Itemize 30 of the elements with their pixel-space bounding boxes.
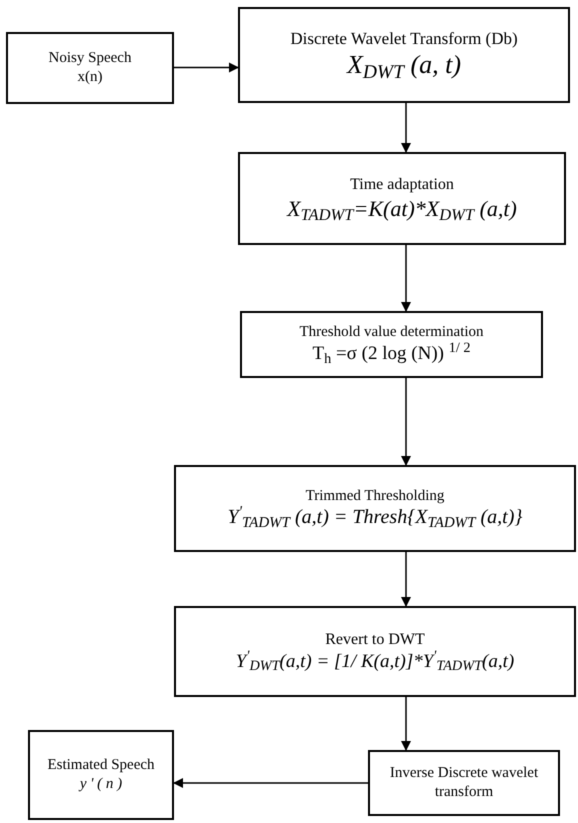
box-title: Discrete Wavelet Transform (Db) xyxy=(290,28,518,50)
arrow xyxy=(174,62,239,72)
box-title: Trimmed Thresholding xyxy=(306,486,444,506)
box-title: Threshold value determination xyxy=(299,323,484,342)
box-title: Estimated Speech xyxy=(47,756,155,775)
box-title: Time adaptation xyxy=(350,174,454,195)
formula: x(n) xyxy=(78,68,102,87)
process-box xyxy=(240,311,543,378)
box-title: Revert to DWT xyxy=(325,630,425,650)
arrow xyxy=(401,552,411,607)
formula: X$_{TADWT}$=K(at)*X$_{DWT}$ (a,t) xyxy=(287,194,517,222)
process-box xyxy=(238,152,566,245)
box-title: Noisy Speech xyxy=(48,49,132,68)
formula: X$_{DWT}$ (a, t) xyxy=(346,49,462,82)
arrow xyxy=(401,378,411,466)
process-box xyxy=(238,7,570,103)
process-box xyxy=(28,730,174,820)
formula: Y$^{'}$$_{DWT}$(a,t) = [1/ K(a,t)]*Y$^{'}$$_{TADWT}$(a,t) xyxy=(236,650,514,674)
arrow xyxy=(401,103,411,153)
formula: y ' ( n ) xyxy=(80,775,122,794)
arrow xyxy=(401,697,411,751)
process-box xyxy=(6,32,174,104)
arrow xyxy=(173,778,368,788)
arrow xyxy=(401,245,411,312)
box-title: Inverse Discrete wavelet transform xyxy=(388,764,540,802)
process-box xyxy=(174,606,576,697)
formula: Y$^{'}$$_{TADWT}$ (a,t) = Thresh{X$_{TADWT}$ (a,t)} xyxy=(228,505,522,530)
process-box xyxy=(368,750,560,816)
formula: T$_{h}$ =σ (2 log (N)) $^{1/ 2}$ xyxy=(312,342,471,366)
process-box xyxy=(174,465,576,552)
